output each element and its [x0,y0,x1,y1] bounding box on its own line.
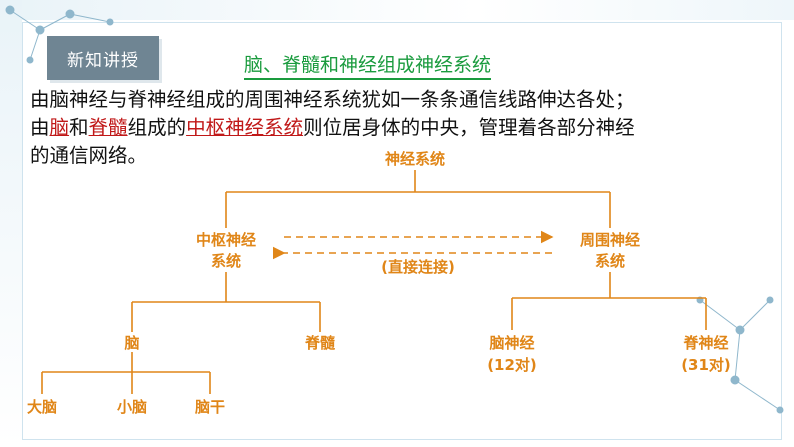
node-spinal-cord: 脊髓 [304,334,336,352]
node-nervous-system: 神经系统 [385,150,445,168]
highlight-spinal-cord: 脊髓 [88,116,128,139]
page-title: 脑、脊髓和神经组成神经系统 [244,50,492,80]
paragraph-line-2: 由脑和脊髓组成的中枢神经系统则位居身体的中央，管理着各部分神经 [30,114,770,142]
paragraph-line-1: 由脑神经与脊神经组成的周围神经系统犹如一条条通信线路伸达各处； [30,88,635,111]
node-pns-line2: 系统 [595,252,625,270]
node-spinal-nerves: 脊神经 [682,334,728,352]
content-frame [22,22,782,440]
top-band [0,0,794,20]
node-pns-line1: 周围神经 [580,231,640,249]
node-brainstem: 脑干 [195,398,225,416]
text-rest: 则位居身体的中央，管理着各部分神经 [303,116,635,139]
node-spinal-nerve-count: (31对) [681,356,731,374]
node-cranial-nerves: 脑神经 [489,334,534,352]
diagram-connectors [41,170,707,394]
node-cerebellum: 小脑 [117,398,147,416]
paragraph-line-3: 的通信网络。 [30,144,148,167]
text-you: 由 [30,116,50,139]
node-brain: 脑 [124,334,139,352]
intro-paragraph: 由脑神经与脊神经组成的周围神经系统犹如一条条通信线路伸达各处； 由脑和脊髓组成的… [30,86,770,170]
node-cns-line1: 中枢神经 [196,231,256,249]
node-cns-line2: 系统 [211,252,241,270]
text-and: 和 [69,116,89,139]
section-badge: 新知讲授 [47,36,159,80]
node-cerebrum: 大脑 [27,398,57,416]
highlight-brain: 脑 [49,116,70,139]
text-composed: 组成的 [127,116,187,139]
left-band [0,0,22,447]
node-cranial-count: (12对) [487,356,537,374]
direct-connection-label: (直接连接) [381,258,455,276]
highlight-cns: 中枢神经系统 [186,116,304,139]
